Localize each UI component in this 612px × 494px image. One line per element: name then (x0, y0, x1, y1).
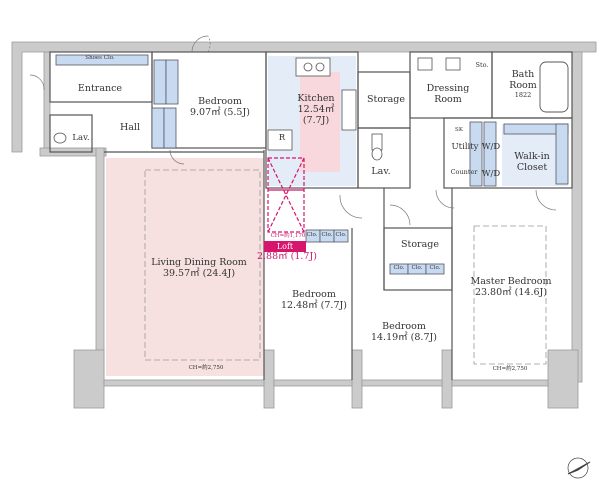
inner-walls (49, 51, 573, 380)
room-bedroom2: Bedroom 12.48㎡ (7.7J) (276, 289, 352, 312)
outer-walls (11, 41, 597, 409)
closet-label-e: Clo. (411, 265, 423, 271)
bath-line2: Room (509, 79, 537, 91)
living-name: Living Dining Room (151, 257, 247, 268)
dressing-line1: Dressing (426, 83, 470, 94)
master-name: Master Bedroom (470, 276, 552, 287)
room-bedroom1: Bedroom 9.07㎡ (5.5J) (180, 96, 260, 119)
sk-label: SK (455, 127, 463, 133)
room-living: Living Dining Room 39.57㎡ (24.4J) (140, 257, 258, 280)
bedroom2-name: Bedroom (292, 289, 336, 300)
room-lav-entry: Lav. (72, 133, 90, 143)
closets (55, 54, 569, 275)
room-storage-top: Storage (367, 94, 405, 105)
washer-top: W/D (481, 142, 501, 152)
ch-master: CH=約2,750 (492, 366, 528, 372)
kitchen-name: Kitchen (297, 93, 335, 104)
room-hall: Hall (119, 122, 141, 133)
bedroom1-name: Bedroom (198, 96, 242, 107)
room-bath: Bath Room 1822 (502, 69, 544, 99)
bedroom3-area: 14.19㎡ (8.7J) (370, 331, 438, 343)
room-utility: Utility (451, 142, 479, 152)
loft-ch: CH=約1,170 (270, 233, 306, 239)
shoes-closet: Shoes Clo. (85, 55, 115, 61)
kitchen-area: 12.54㎡ (297, 103, 335, 115)
room-entrance: Entrance (77, 83, 123, 94)
bedroom1-area: 9.07㎡ (5.5J) (189, 106, 250, 118)
loft-area: 2.88㎡ (1.7J) (256, 251, 317, 262)
room-bedroom3: Bedroom 14.19㎡ (8.7J) (366, 321, 442, 344)
kitchen-counter (267, 57, 357, 151)
loft-outline (267, 157, 305, 233)
room-master: Master Bedroom 23.80㎡ (14.6J) (466, 276, 556, 299)
bath-size: 1822 (514, 90, 532, 99)
fixtures (53, 57, 461, 161)
room-lav-mid: Lav. (371, 166, 391, 177)
dressing-line2: Room (434, 93, 462, 105)
loft-label: Loft (264, 241, 306, 252)
walk-in-line1: Walk-in (514, 151, 550, 162)
ceiling-outlines (144, 169, 547, 365)
ch-living: CH=約2,750 (188, 365, 224, 371)
closet-label-d: Clo. (393, 265, 405, 271)
room-dressing: Dressing Room (420, 83, 476, 106)
closet-label-f: Clo. (429, 265, 441, 271)
closet-label-a: Clo. (306, 232, 318, 238)
counter-label: Counter (450, 168, 478, 176)
room-walk-in: Walk-in Closet (508, 151, 556, 174)
closet-label-c: Clo. (335, 232, 347, 238)
bathtub (539, 61, 569, 113)
bedroom3-name: Bedroom (382, 321, 426, 332)
room-storage-mid: Storage (401, 239, 439, 250)
kitchen-tatami: (7.7J) (302, 114, 330, 126)
door-swings (29, 35, 557, 226)
sto-label: Sto. (475, 61, 489, 69)
room-kitchen: Kitchen 12.54㎡ (7.7J) (284, 93, 348, 127)
master-area: 23.80㎡ (14.6J) (474, 286, 548, 298)
bedroom2-area: 12.48㎡ (7.7J) (280, 299, 348, 311)
living-floor (106, 158, 264, 376)
closet-label-b: Clo. (321, 232, 333, 238)
refrigerator-label: R (278, 133, 286, 143)
bath-line1: Bath (511, 69, 535, 80)
living-area: 39.57㎡ (24.4J) (162, 267, 236, 279)
compass-icon (567, 457, 591, 479)
washer-bottom: W/D (481, 169, 501, 179)
kitchen-pink-floor (300, 72, 340, 172)
walk-in-line2: Closet (516, 161, 548, 173)
